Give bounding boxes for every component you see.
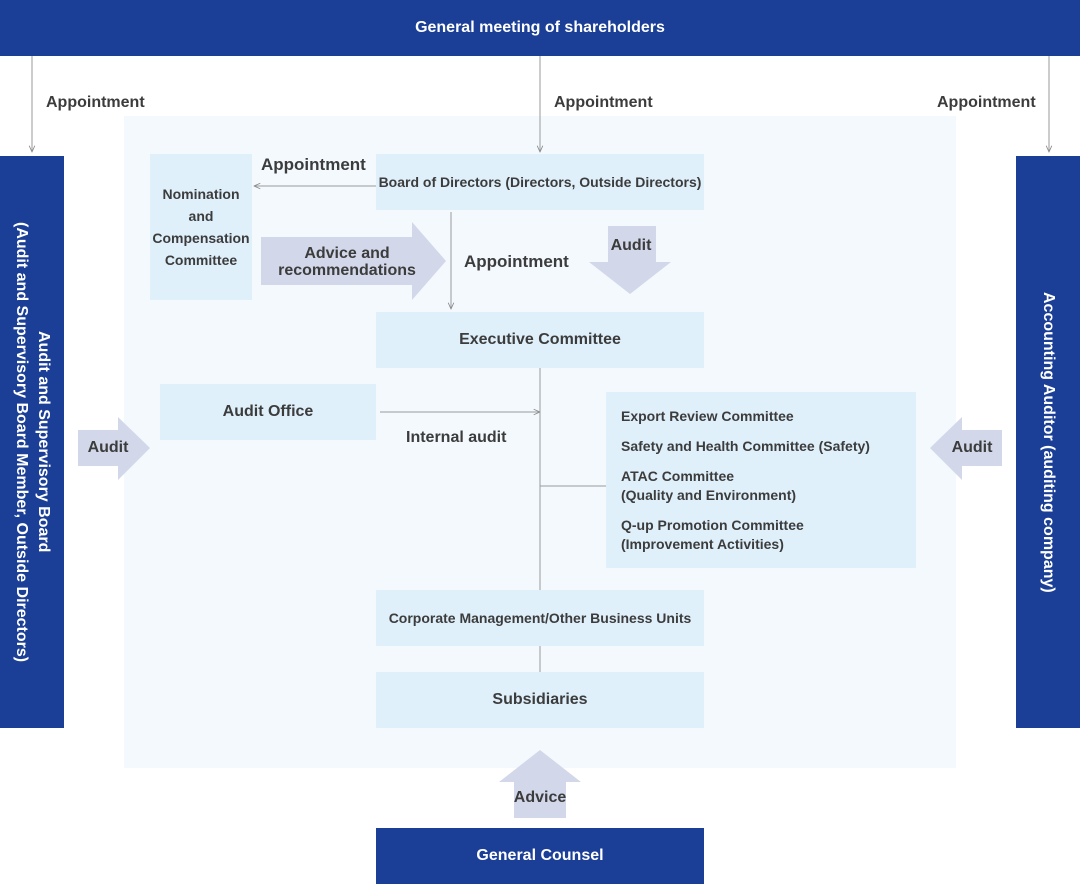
appointment-label-right: Appointment — [937, 94, 1036, 111]
committee-name: Export Review Committee — [621, 408, 794, 424]
advice-arrow-label: Advice — [513, 789, 567, 806]
advice-line-1: Advice and — [304, 245, 390, 262]
committee-item: Export Review Committee — [621, 407, 916, 426]
advice-line-2: recommendations — [278, 262, 416, 279]
appointment-label-executive: Appointment — [464, 252, 569, 271]
committee-scope: (Improvement Activities) — [621, 536, 784, 552]
nomination-line-1: Nomination — [162, 186, 240, 202]
executive-committee: Executive Committee — [376, 312, 704, 368]
appointment-label-nomination: Appointment — [261, 155, 366, 174]
audit-office: Audit Office — [160, 384, 376, 440]
audit-arrow-right-label: Audit — [951, 439, 993, 456]
general-counsel: General Counsel — [376, 828, 704, 884]
corporate-management: Corporate Management/Other Business Unit… — [376, 590, 704, 646]
committee-item: ATAC Committee (Quality and Environment) — [621, 467, 916, 505]
nomination-compensation-committee: Nomination and Compensation Committee — [150, 154, 252, 300]
committee-item: Safety and Health Committee (Safety) — [621, 437, 916, 456]
audit-arrow-left-label: Audit — [87, 439, 129, 456]
audit-office-label: Audit Office — [222, 403, 314, 420]
advice-recommendations-label: Advice and recommendations — [268, 245, 426, 279]
audit-supervisory-board: Audit and Supervisory Board (Audit and S… — [0, 156, 64, 728]
internal-audit-label: Internal audit — [406, 429, 507, 446]
advice-arrow-bottom — [499, 750, 581, 818]
advice-recommendations-arrow — [261, 222, 446, 300]
committee-item: Q-up Promotion Committee (Improvement Ac… — [621, 516, 916, 554]
nomination-line-2: and — [188, 208, 214, 224]
shareholders-label: General meeting of shareholders — [415, 19, 665, 36]
subsidiaries-label: Subsidiaries — [492, 691, 588, 708]
board-of-directors: Board of Directors (Directors, Outside D… — [376, 154, 704, 210]
committee-name: ATAC Committee — [621, 468, 735, 484]
accounting-auditor-label: Accounting Auditor (auditing company) — [1040, 291, 1057, 593]
corporate-management-label: Corporate Management/Other Business Unit… — [388, 610, 692, 626]
executive-committee-label: Executive Committee — [459, 331, 621, 348]
nomination-line-3: Compensation — [152, 230, 250, 246]
appointment-label-center: Appointment — [554, 94, 653, 111]
board-of-directors-label: Board of Directors (Directors, Outside D… — [378, 174, 702, 190]
committee-name: Safety and Health Committee (Safety) — [621, 438, 870, 454]
committee-name: Q-up Promotion Committee — [621, 517, 804, 533]
shareholders-bar: General meeting of shareholders — [0, 0, 1080, 56]
committees-box: Export Review Committee Safety and Healt… — [606, 392, 916, 568]
nomination-line-4: Committee — [164, 252, 238, 268]
audit-board-title: Audit and Supervisory Board — [35, 331, 52, 553]
audit-arrow-top — [589, 226, 671, 294]
audit-arrow-left — [78, 417, 150, 480]
committee-scope: (Quality and Environment) — [621, 487, 797, 503]
audit-board-subtitle: (Audit and Supervisory Board Member, Out… — [13, 221, 30, 663]
subsidiaries: Subsidiaries — [376, 672, 704, 728]
audit-arrow-right — [930, 417, 1002, 480]
accounting-auditor: Accounting Auditor (auditing company) — [1016, 156, 1080, 728]
audit-arrow-top-label: Audit — [610, 237, 652, 254]
general-counsel-label: General Counsel — [476, 847, 604, 864]
appointment-label-left: Appointment — [46, 94, 145, 111]
